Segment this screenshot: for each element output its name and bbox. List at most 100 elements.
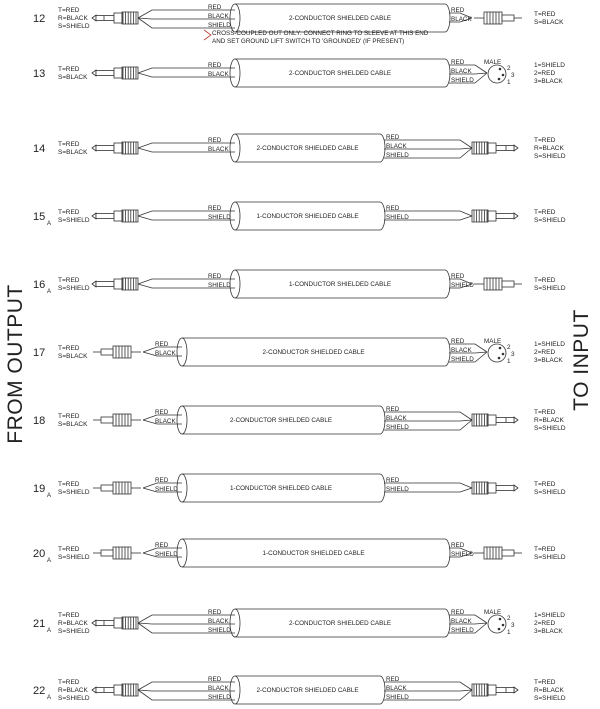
row-number: 14: [33, 143, 45, 155]
destination-rca-shell: [501, 280, 515, 288]
wire-lead: [137, 147, 235, 153]
wire-lead: [384, 147, 473, 159]
cable-end: [176, 473, 188, 503]
wire-lead: [449, 343, 488, 353]
destination-xlr-pin: [498, 67, 502, 71]
source-pin-label: S=BLACK: [58, 74, 88, 81]
wire-lead: [449, 278, 473, 285]
destination-pin-label: 1=SHIELD: [534, 612, 565, 619]
wire-label: BLACK: [208, 13, 229, 20]
cable-type-label: 2-CONDUCTOR SHIELDED CABLE: [230, 417, 332, 424]
cable-jacket: [182, 337, 451, 367]
destination-plug-tip: [513, 416, 519, 424]
cable-row-12: 12T=REDR=BLACKS=SHIELDT=REDS=BLACK2-COND…: [33, 3, 564, 45]
source-plug-tip: [91, 144, 97, 152]
row-sub: A: [47, 695, 51, 701]
wire-lead: [137, 622, 235, 634]
cross-coupled-pointer-icon: [203, 29, 212, 41]
source-ts-plug: [91, 66, 139, 80]
destination-plug-collar: [487, 142, 497, 154]
wire-lead: [137, 689, 235, 701]
source-trs-plug: [91, 616, 139, 630]
wire-lead: [384, 215, 473, 221]
destination-plug-collar: [487, 482, 497, 494]
wire-lead: [384, 139, 473, 149]
wire-lead: [449, 622, 488, 625]
wire-label: BLACK: [451, 16, 472, 23]
wire-label: SHIELD: [208, 22, 231, 29]
destination-pin-label: S=SHIELD: [534, 695, 566, 702]
wire-lead: [142, 552, 182, 558]
cable-row-15: 15AT=REDS=SHIELDT=REDS=SHIELD1-CONDUCTOR…: [33, 201, 566, 231]
cable-end: [229, 608, 241, 638]
source-pin-label: T=RED: [58, 612, 80, 619]
cross-coupled-note: AND SET GROUND LIFT SWITCH TO 'GROUNDED'…: [212, 38, 404, 45]
cable-end: [229, 675, 241, 705]
destination-pin-label: 3=BLACK: [534, 78, 563, 85]
wire-lead: [449, 12, 473, 19]
cable-type-label: 1-CONDUCTOR SHIELDED CABLE: [262, 550, 364, 557]
xlr-pin-number: 2: [507, 344, 511, 351]
destination-ts-plug: [471, 209, 519, 223]
wire-lead: [137, 614, 235, 624]
cable-end: [176, 538, 188, 568]
wire-label: BLACK: [451, 347, 472, 354]
wire-label: SHIELD: [386, 424, 409, 431]
wire-label: SHIELD: [451, 282, 474, 289]
source-rca-plug: [93, 546, 141, 560]
wire-lead: [142, 414, 182, 421]
destination-xlr-body: [487, 614, 507, 634]
xlr-pin-number: 1: [507, 79, 511, 86]
source-rca-plug: [93, 481, 141, 495]
cable-type-label: 2-CONDUCTOR SHIELDED CABLE: [256, 687, 358, 694]
wire-label: SHIELD: [451, 627, 474, 634]
wire-label: RED: [155, 477, 169, 484]
cable-jacket: [235, 269, 451, 299]
cable-jacket: [235, 201, 386, 231]
destination-xlr-pin: [497, 356, 501, 360]
source-pin-label: T=RED: [58, 679, 80, 686]
destination-plug-collar: [487, 210, 497, 222]
wire-label: BLACK: [451, 68, 472, 75]
row-sub: A: [47, 558, 51, 564]
wire-label: SHIELD: [155, 486, 178, 493]
wire-lead: [449, 17, 473, 23]
wire-lead: [142, 547, 182, 554]
wire-label: RED: [208, 205, 222, 212]
source-pin-label: S=SHIELD: [58, 23, 90, 30]
wire-label: SHIELD: [386, 214, 409, 221]
destination-plug-shaft: [495, 687, 515, 693]
source-ts-plug: [91, 141, 139, 155]
destination-plug-shaft: [495, 417, 515, 423]
wire-lead: [137, 9, 235, 19]
xlr-pin-number: 1: [507, 629, 511, 636]
destination-xlr-plug: [487, 64, 507, 84]
source-plug-collar: [113, 12, 123, 24]
source-plug-collar: [113, 210, 123, 222]
wire-label: RED: [208, 4, 222, 11]
wire-lead: [449, 351, 488, 354]
wire-label: RED: [451, 7, 465, 14]
wire-lead: [384, 482, 473, 489]
row-number: 17: [33, 347, 45, 359]
wire-lead: [449, 614, 488, 624]
row-number: 20: [33, 548, 45, 560]
wire-lead: [449, 622, 488, 634]
wire-label: RED: [208, 676, 222, 683]
wire-lead: [137, 215, 235, 221]
wire-lead: [142, 346, 182, 353]
source-pin-label: S=SHIELD: [58, 628, 90, 635]
wire-label: SHIELD: [386, 694, 409, 701]
wire-label: RED: [155, 341, 169, 348]
destination-pin-label: 2=RED: [534, 70, 555, 77]
wire-lead: [384, 689, 473, 701]
wire-label: RED: [451, 609, 465, 616]
cable-jacket: [235, 608, 451, 638]
destination-xlr-pin: [497, 77, 501, 81]
wire-lead: [449, 547, 473, 554]
source-plug-shaft: [95, 281, 115, 287]
wire-lead: [142, 419, 182, 425]
destination-pin-label: T=RED: [534, 137, 556, 144]
